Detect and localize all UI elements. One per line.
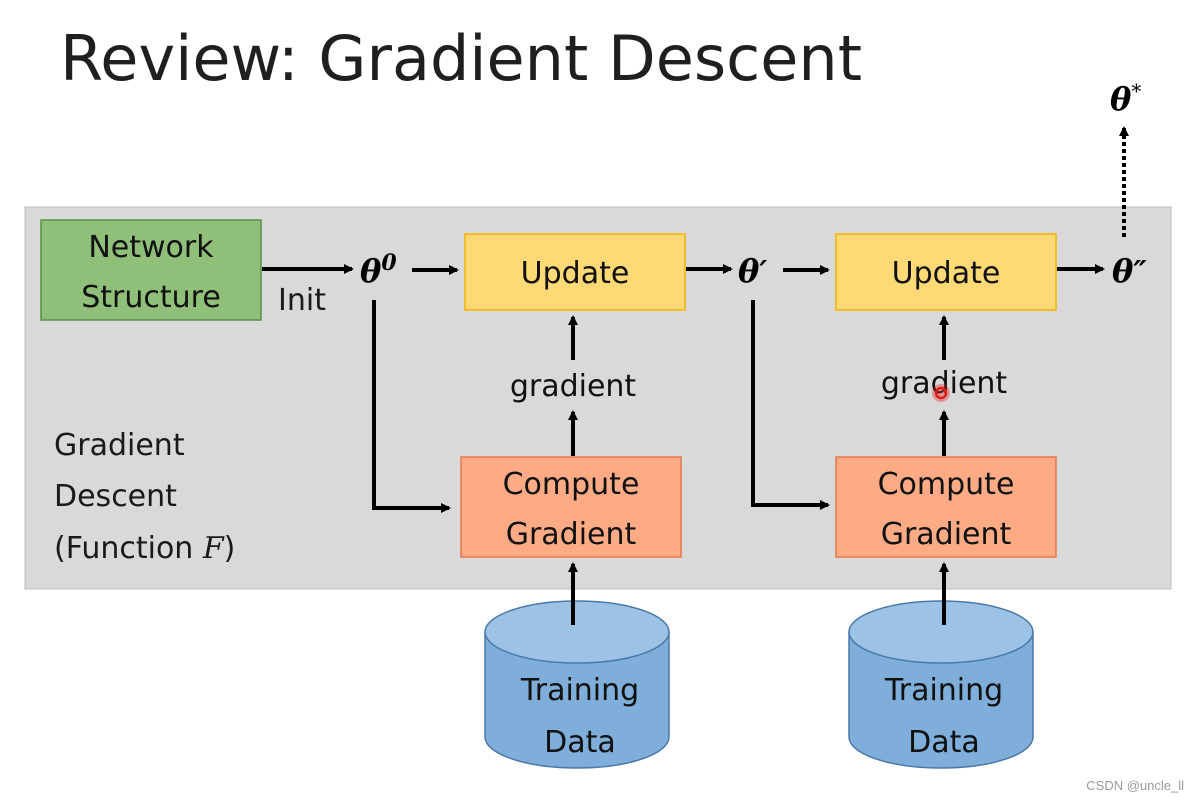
training-data-cylinder-1 (484, 600, 670, 769)
training-data-line2-1: Data (544, 725, 616, 760)
gradient-label-1: gradient (510, 369, 637, 404)
update-box-2 (835, 233, 1057, 311)
training-data-line1-1: Training (520, 673, 639, 708)
theta-double-prime: θ″ (1112, 252, 1147, 290)
init-label: Init (278, 283, 326, 318)
update-box-1 (464, 233, 686, 311)
panel-label-line2: Descent (54, 479, 177, 514)
compute-gradient-line2-1: Gradient (506, 517, 637, 552)
compute-gradient-box-1 (460, 456, 682, 558)
compute-gradient-line1-1: Compute (503, 467, 640, 502)
theta-prime: θ′ (738, 252, 767, 290)
theta-0: θ0 (360, 250, 397, 290)
watermark: CSDN @uncle_ll (1086, 778, 1184, 793)
panel-label-line1: Gradient (54, 428, 185, 463)
gradient-label-2: gradient (881, 366, 1008, 401)
slide-title: Review: Gradient Descent (60, 22, 863, 95)
training-data-line1-2: Training (884, 673, 1003, 708)
laser-pointer (932, 384, 950, 402)
training-data-line2-2: Data (908, 725, 980, 760)
network-structure-box (40, 219, 262, 321)
theta0-to-compute-arrow (372, 300, 451, 513)
update-label-1: Update (521, 256, 630, 291)
update-label-2: Update (892, 256, 1001, 291)
panel-label-line3: (Function F) (54, 531, 235, 566)
theta-star: θ* (1110, 79, 1141, 118)
network-structure-line1: Network (88, 230, 214, 265)
compute-gradient-line2-2: Gradient (881, 517, 1012, 552)
compute-gradient-line1-2: Compute (878, 467, 1015, 502)
training-data-cylinder-2 (848, 600, 1034, 769)
theta1-to-compute-arrow (751, 300, 830, 510)
network-structure-line2: Structure (81, 280, 221, 315)
compute-gradient-box-2 (835, 456, 1057, 558)
